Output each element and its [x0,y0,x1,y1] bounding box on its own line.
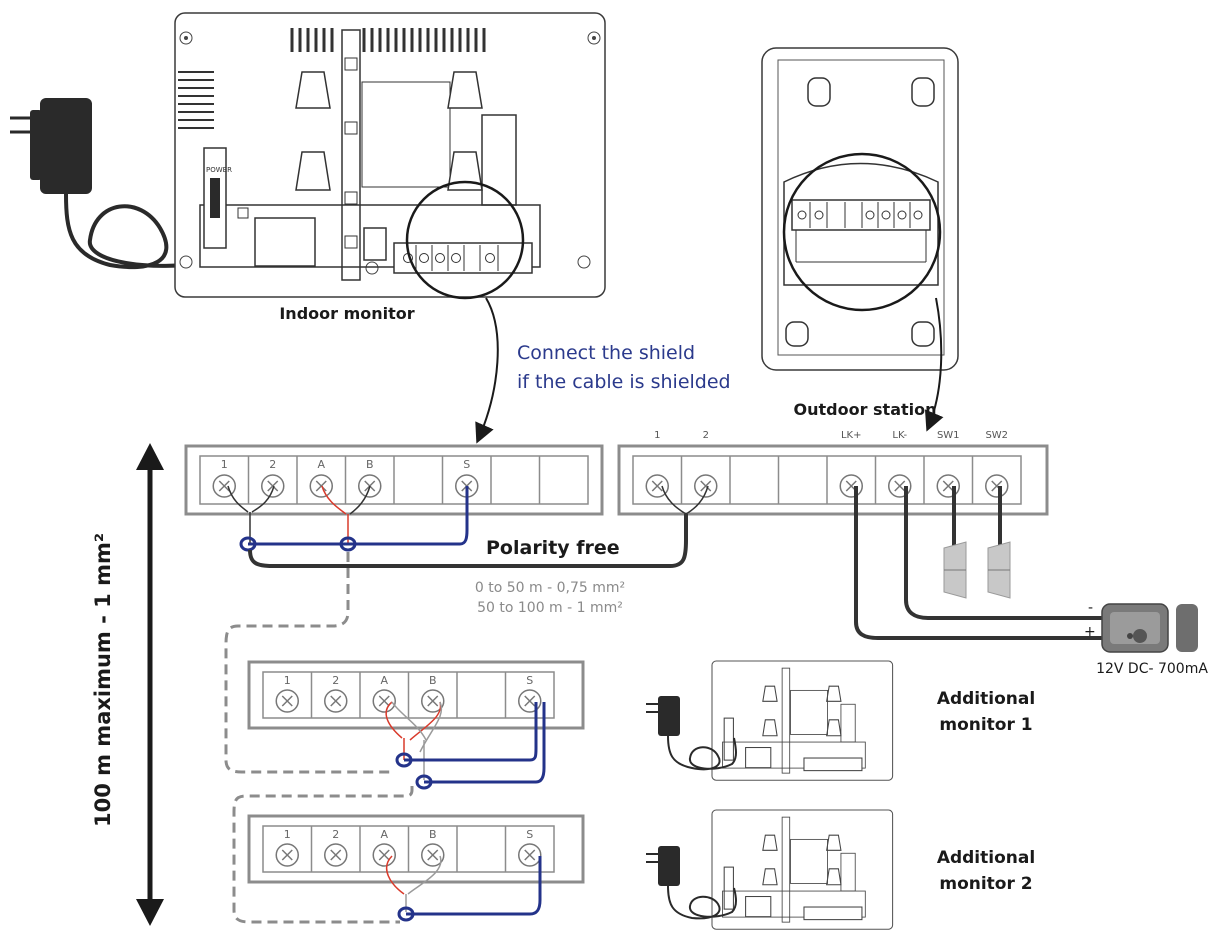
terminal-screw-icon [309,474,333,498]
power-adapter-icon [10,98,92,194]
cable-spec-line2: 50 to 100 m - 1 mm² [477,600,623,616]
terminal-label: LK+ [841,430,862,441]
cable-spec-line1: 0 to 50 m - 0,75 mm² [475,580,625,596]
power-jack-label: POWER [206,166,232,174]
additional-monitor-1-label-line1: Additional [937,689,1035,709]
additional-monitor-1 [711,660,894,781]
terminal-block-additional-1: 1 2 A B S [247,660,585,730]
terminal-screw-icon [985,474,1009,498]
terminal-label: B [429,828,437,841]
outdoor-station-label: Outdoor station [793,400,936,419]
terminal-label: 1 [284,674,291,687]
terminal-screw-icon [275,689,299,713]
shield-note-line2: if the cable is shielded [517,371,731,393]
terminal-label: S [526,674,533,687]
terminal-label: 2 [332,828,339,841]
terminal-label: S [463,458,470,471]
terminal-block-additional-2: 1 2 A B S [247,814,585,884]
terminal-label: SW1 [937,430,960,441]
terminal-label: LK- [892,430,907,441]
terminal-label: 2 [269,458,276,471]
terminal-screw-icon [645,474,669,498]
terminal-label: B [366,458,374,471]
max-length-arrow [136,443,164,926]
terminal-screw-icon [324,689,348,713]
additional-monitor-2-label-line1: Additional [937,848,1035,868]
terminal-label: 1 [284,828,291,841]
terminal-label: 2 [332,674,339,687]
terminal-screw-icon [421,689,445,713]
terminal-screw-icon [839,474,863,498]
power-adapter-icon [646,846,737,920]
terminal-label: S [526,828,533,841]
terminal-screw-icon [888,474,912,498]
lock-plus-label: + [1084,624,1096,640]
terminal-block-indoor: 1 2 A B S [184,444,604,516]
terminal-label: 1 [654,430,660,441]
callout-arrow-indoor [475,297,499,444]
terminal-screw-icon [518,843,542,867]
lock-power-label: 12V DC- 700mA [1096,661,1208,677]
lock-minus-label: - [1088,600,1093,616]
terminal-label: 1 [221,458,228,471]
terminal-screw-icon [372,689,396,713]
terminal-screw-icon [324,843,348,867]
indoor-monitor-label: Indoor monitor [279,304,414,323]
terminal-screw-icon [261,474,285,498]
terminal-label: SW2 [985,430,1008,441]
terminal-label: B [429,674,437,687]
shield-note-line1: Connect the shield [517,342,695,364]
terminal-screw-icon [421,843,445,867]
wiring [224,485,1102,924]
terminal-label: 2 [703,430,709,441]
additional-monitor-1-label-line2: monitor 1 [939,715,1032,735]
outdoor-station [761,47,959,371]
terminal-label: A [380,828,388,841]
max-length-label: 100 m maximum - 1 mm² [91,533,115,827]
terminal-screw-icon [694,474,718,498]
callout-arrow-outdoor [924,297,944,432]
polarity-free-label: Polarity free [486,537,620,559]
terminal-label: A [380,674,388,687]
terminal-screw-icon [212,474,236,498]
electric-lock-icon [1101,603,1198,653]
push-button-icon [943,541,1011,599]
additional-monitor-2-label-line2: monitor 2 [939,874,1032,894]
terminal-label: A [317,458,325,471]
power-adapter-icon [646,696,737,771]
terminal-screw-icon [372,843,396,867]
additional-monitor-2 [711,809,894,930]
indoor-monitor: POWER [174,12,606,300]
terminal-block-outdoor: 1 2 LK+ LK- SW1 SW2 [617,430,1049,516]
terminal-screw-icon [275,843,299,867]
